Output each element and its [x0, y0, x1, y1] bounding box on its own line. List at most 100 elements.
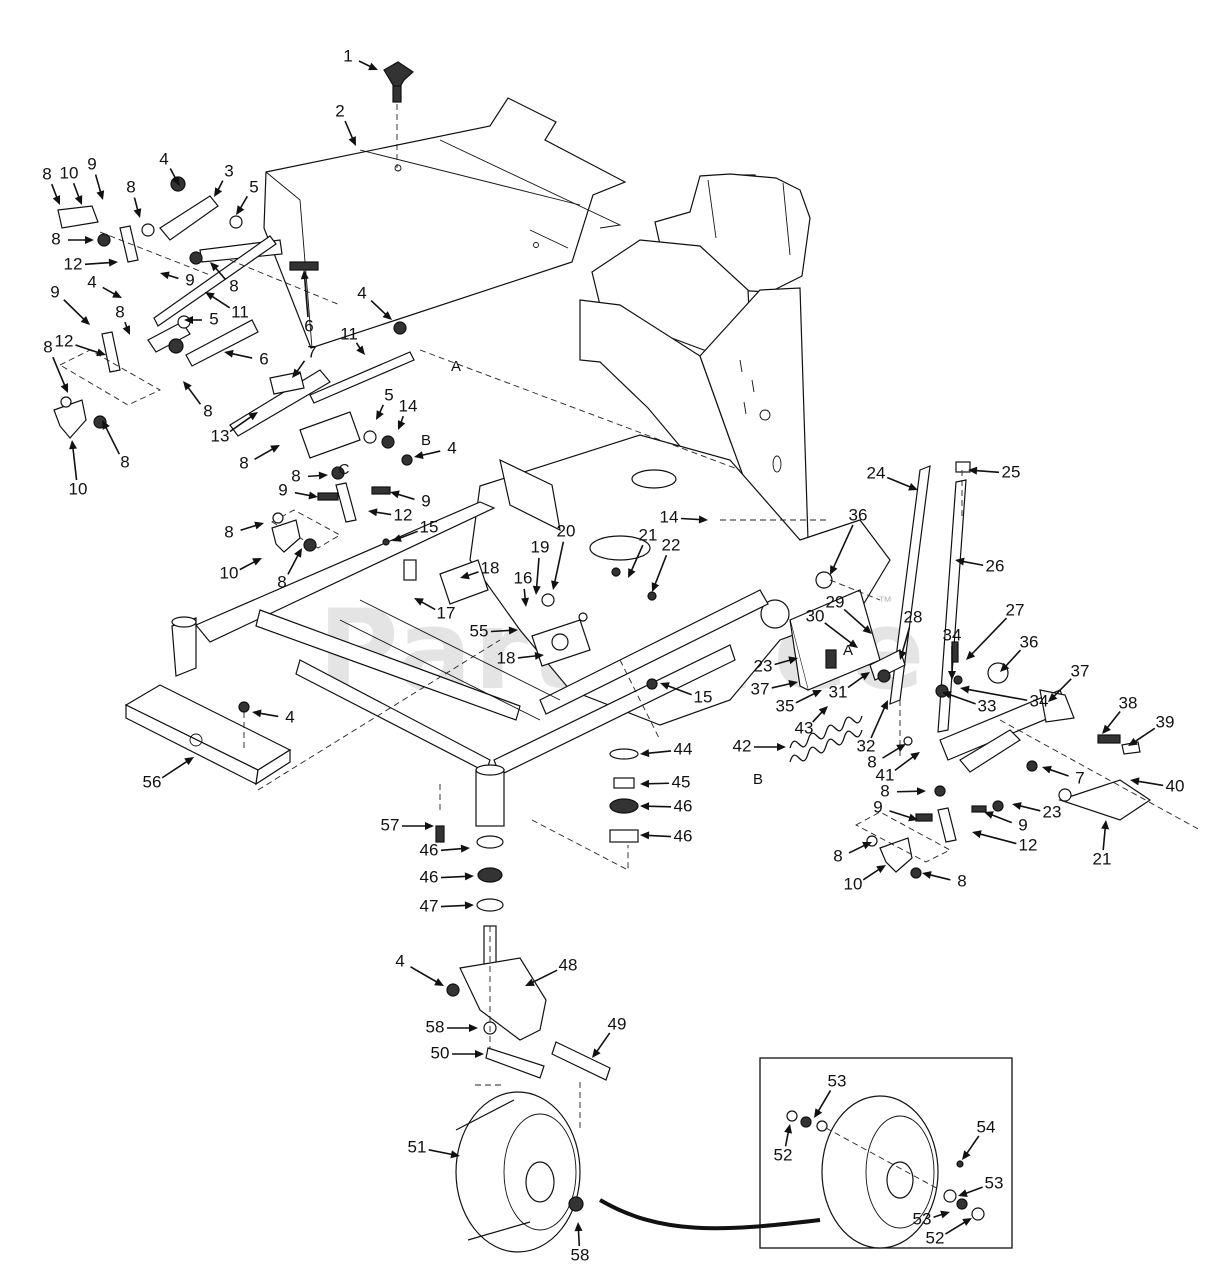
arrowhead — [962, 1150, 971, 1160]
leader-line — [977, 832, 1017, 845]
callout-number: 54 — [977, 1117, 996, 1136]
callout-10: 10 — [60, 163, 83, 205]
leader-line — [645, 805, 672, 808]
arrowhead — [96, 348, 106, 357]
leader-line — [1047, 768, 1069, 777]
callout-41: 41 — [876, 752, 920, 784]
arrowhead — [574, 1222, 583, 1232]
callout-32: 32 — [857, 700, 888, 755]
reference-letter-b: B — [753, 771, 763, 788]
callout-number: 52 — [774, 1145, 793, 1164]
callout-number: 46 — [674, 796, 693, 815]
callout-number: 8 — [51, 229, 60, 248]
leader-line — [896, 790, 921, 793]
leader-line — [886, 476, 913, 489]
arrowhead — [898, 650, 907, 660]
front-weight — [124, 639, 501, 791]
reference-letter-c: C — [339, 461, 350, 478]
arrowhead — [96, 190, 105, 200]
leader-line — [553, 541, 565, 585]
callout-26: 26 — [955, 556, 1004, 575]
arrowhead — [830, 565, 838, 575]
reference-letter-b: B — [421, 432, 431, 449]
arrowhead — [1048, 692, 1058, 702]
callout-number: 39 — [1156, 712, 1175, 731]
callout-number: 35 — [776, 696, 795, 715]
callout-number: 38 — [1119, 693, 1138, 712]
callout-8: 8 — [291, 466, 328, 485]
callout-number: 36 — [849, 505, 868, 524]
arrowhead — [294, 548, 302, 558]
callout-18: 18 — [497, 648, 544, 667]
arrowhead — [534, 651, 544, 660]
callout-number: 44 — [674, 739, 693, 758]
arrowhead — [948, 671, 956, 680]
leader-line — [161, 759, 190, 779]
arrowhead — [236, 205, 245, 215]
callout-34: 34 — [943, 625, 961, 680]
leader-line — [530, 969, 558, 985]
callout-4: 4 — [414, 438, 457, 460]
callout-50: 50 — [431, 1043, 484, 1062]
callout-number: 7 — [307, 342, 316, 361]
callout-54: 54 — [962, 1117, 995, 1160]
arrowhead — [184, 316, 193, 324]
callout-number: 13 — [211, 426, 230, 445]
callout-number: 42 — [733, 736, 752, 755]
callout-number: 2 — [335, 101, 344, 120]
leader-line — [344, 120, 355, 141]
callout-number: 9 — [87, 154, 96, 173]
arrowhead — [392, 534, 402, 542]
callout-37: 37 — [1048, 661, 1089, 702]
arrowhead — [425, 822, 434, 830]
leader-line — [1051, 678, 1072, 699]
arrowhead — [1012, 802, 1022, 810]
callout-49: 49 — [592, 1014, 626, 1058]
arrowhead — [69, 440, 78, 450]
arrowhead — [368, 508, 378, 517]
callout-8: 8 — [115, 302, 130, 335]
arrowhead — [880, 700, 888, 710]
arrowhead — [788, 656, 798, 665]
arrowhead — [972, 830, 982, 839]
callout-6: 6 — [224, 349, 269, 368]
arrowhead — [860, 672, 870, 681]
callout-52: 52 — [774, 1124, 793, 1164]
callout-16: 16 — [514, 568, 532, 607]
callout-8: 8 — [833, 841, 872, 865]
arrowhead — [640, 802, 650, 811]
leader-line — [947, 693, 976, 705]
callout-number: 9 — [1018, 815, 1027, 834]
callout-20: 20 — [551, 521, 575, 590]
leader-line — [771, 682, 793, 689]
callout-number: 55 — [470, 621, 489, 640]
callout-51: 51 — [408, 1137, 460, 1159]
arrowhead — [916, 787, 926, 796]
callout-4: 4 — [357, 283, 392, 320]
callout-11: 11 — [340, 324, 365, 355]
callout-12: 12 — [368, 505, 412, 524]
callout-number: 3 — [224, 161, 233, 180]
leader-line — [577, 1227, 581, 1247]
arrowhead — [784, 1124, 792, 1134]
arrowhead — [788, 679, 798, 688]
arrowhead — [1042, 765, 1052, 774]
callout-30: 30 — [806, 606, 858, 648]
callout-number: 8 — [42, 164, 51, 183]
callout-number: 8 — [880, 781, 889, 800]
arrowhead — [521, 597, 530, 607]
arrowhead — [210, 262, 220, 272]
callout-45: 45 — [640, 772, 690, 791]
callout-number: 33 — [978, 696, 997, 715]
callout-2: 2 — [335, 101, 356, 146]
leader-line — [418, 599, 436, 611]
callout-12: 12 — [55, 331, 106, 357]
leader-line — [960, 560, 984, 567]
callout-number: 5 — [249, 177, 258, 196]
callout-42: 42 — [733, 736, 786, 755]
arrowhead — [958, 1189, 968, 1197]
callout-number: 15 — [694, 687, 713, 706]
arrowhead — [896, 744, 906, 752]
leader-line — [653, 554, 668, 587]
